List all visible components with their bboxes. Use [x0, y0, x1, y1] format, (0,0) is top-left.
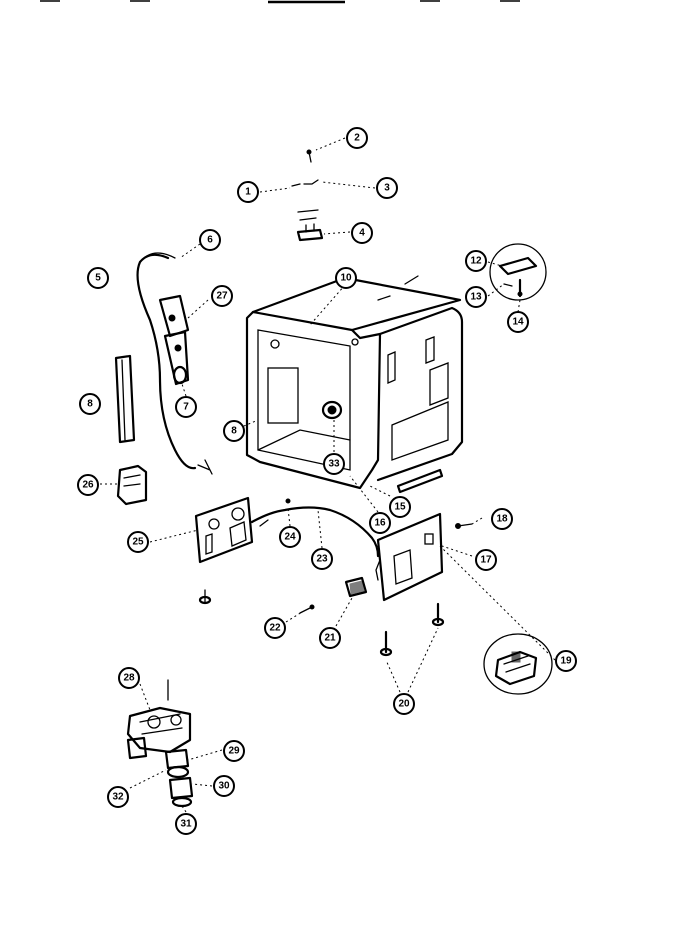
hose-assembly — [136, 252, 213, 475]
svg-text:1: 1 — [245, 187, 251, 198]
svg-text:33: 33 — [328, 459, 340, 470]
callout-26: 26 — [77, 474, 99, 496]
center-motor-part — [321, 400, 343, 420]
svg-text:10: 10 — [340, 273, 352, 284]
svg-text:27: 27 — [216, 291, 228, 302]
detail-inset-19 — [483, 633, 553, 695]
callout-29: 29 — [223, 740, 245, 762]
callout-33: 33 — [323, 453, 345, 475]
callout-10: 10 — [335, 267, 357, 289]
svg-text:28: 28 — [123, 673, 135, 684]
svg-text:6: 6 — [207, 235, 213, 246]
valve-assembly — [126, 679, 194, 808]
callout-3: 3 — [376, 177, 398, 199]
svg-text:22: 22 — [269, 623, 281, 634]
callout-15: 15 — [389, 496, 411, 518]
svg-text:18: 18 — [496, 514, 508, 525]
small-housing — [116, 464, 148, 506]
detail-inset-12 — [489, 243, 547, 301]
callout-31: 31 — [175, 813, 197, 835]
callout-4: 4 — [351, 222, 373, 244]
svg-text:14: 14 — [512, 317, 524, 328]
svg-text:12: 12 — [470, 256, 482, 267]
callout-30: 30 — [213, 775, 235, 797]
callout-8-left: 8 — [79, 393, 101, 415]
right-kick-plate — [375, 512, 444, 602]
svg-text:8: 8 — [87, 399, 93, 410]
callout-7: 7 — [175, 396, 197, 418]
svg-text:30: 30 — [218, 781, 230, 792]
callout-28: 28 — [118, 667, 140, 689]
callout-24: 24 — [279, 526, 301, 548]
top-hardware — [291, 149, 324, 242]
svg-text:26: 26 — [82, 480, 94, 491]
callout-6: 6 — [199, 229, 221, 251]
callout-8-tub: 8 — [223, 420, 245, 442]
callout-2: 2 — [346, 127, 368, 149]
svg-text:23: 23 — [316, 554, 328, 565]
top-edge-marks — [40, 0, 520, 4]
callout-22: 22 — [264, 617, 286, 639]
callout-13: 13 — [465, 286, 487, 308]
svg-text:13: 13 — [470, 292, 482, 303]
callout-18: 18 — [491, 508, 513, 530]
svg-text:21: 21 — [324, 633, 336, 644]
svg-text:16: 16 — [374, 518, 386, 529]
svg-text:2: 2 — [354, 133, 360, 144]
svg-text:32: 32 — [112, 792, 124, 803]
callout-16: 16 — [369, 512, 391, 534]
callout-1: 1 — [237, 181, 259, 203]
leveling-legs — [379, 602, 445, 657]
svg-text:19: 19 — [560, 656, 572, 667]
svg-text:15: 15 — [394, 502, 406, 513]
side-rail — [114, 354, 136, 444]
callout-12: 12 — [465, 250, 487, 272]
callout-14: 14 — [507, 311, 529, 333]
svg-text:17: 17 — [480, 555, 492, 566]
svg-text:5: 5 — [95, 273, 101, 284]
callout-21: 21 — [319, 627, 341, 649]
svg-text:20: 20 — [398, 699, 410, 710]
tub-cabinet — [245, 275, 464, 494]
callout-27: 27 — [211, 285, 233, 307]
callout-17: 17 — [475, 549, 497, 571]
left-kick-plate — [194, 496, 254, 605]
svg-text:3: 3 — [384, 183, 390, 194]
svg-text:31: 31 — [180, 819, 192, 830]
callout-23: 23 — [311, 548, 333, 570]
screw-22 — [299, 604, 315, 614]
svg-text:29: 29 — [228, 746, 240, 757]
svg-text:25: 25 — [132, 537, 144, 548]
svg-text:4: 4 — [359, 228, 365, 239]
drain-cable — [250, 498, 380, 558]
callout-25: 25 — [127, 531, 149, 553]
callout-32: 32 — [107, 786, 129, 808]
svg-text:24: 24 — [284, 532, 296, 543]
svg-text:8: 8 — [231, 426, 237, 437]
callout-19: 19 — [555, 650, 577, 672]
screw-18 — [455, 523, 473, 529]
leader-lines — [100, 137, 556, 813]
callout-20: 20 — [393, 693, 415, 715]
callout-5: 5 — [87, 267, 109, 289]
svg-text:7: 7 — [183, 402, 189, 413]
callout-group: 1 2 3 4 5 6 7 8 8 10 12 13 14 15 16 17 1… — [77, 127, 577, 835]
small-block — [344, 576, 368, 598]
